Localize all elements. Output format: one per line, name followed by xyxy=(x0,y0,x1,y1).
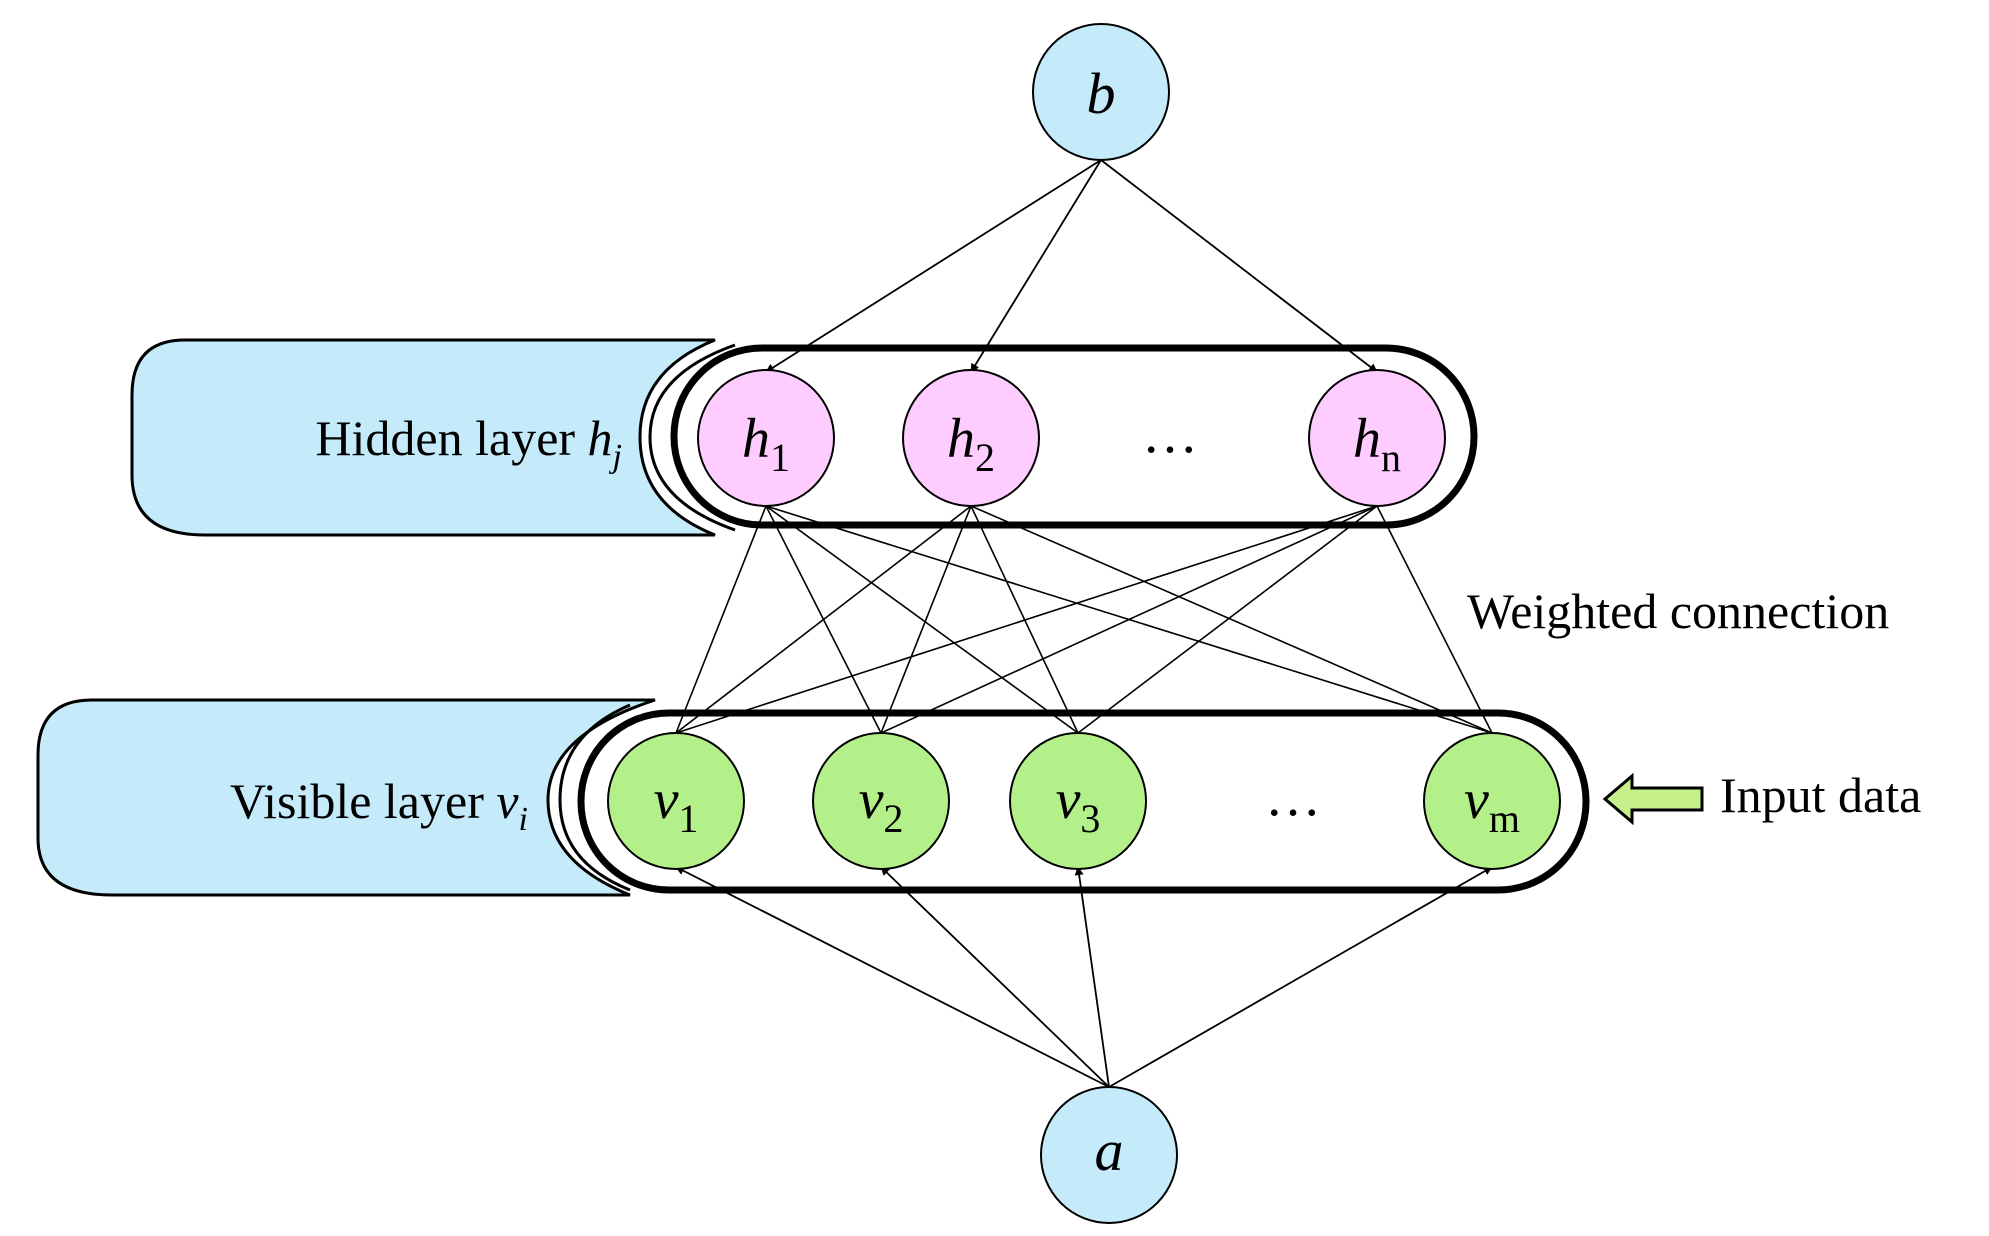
bias-node-b: b xyxy=(1032,23,1170,161)
hidden-layer-container xyxy=(670,344,1478,529)
hidden-layer-bracket xyxy=(648,343,736,532)
svg-text:hn: hn xyxy=(1353,408,1401,480)
visible-layer-label: Visible layer vi xyxy=(230,773,528,838)
hidden-layer-label-sub: j xyxy=(609,438,622,475)
svg-text:h2: h2 xyxy=(947,408,995,480)
weight-edge-h2-v2 xyxy=(880,505,972,734)
hidden-node-2-sub: 2 xyxy=(975,435,995,480)
bias-b-arrow-h2 xyxy=(970,159,1102,373)
weight-edge-hn-v2 xyxy=(880,505,1378,734)
visible-node-m: vm xyxy=(1423,732,1561,870)
svg-text:h1: h1 xyxy=(742,408,790,480)
input-data-label: Input data xyxy=(1720,767,1921,823)
hidden-node-n-sub: n xyxy=(1381,435,1401,480)
visible-node-2-sub: 2 xyxy=(883,796,903,841)
hidden-node-n: hn xyxy=(1308,369,1446,507)
hidden-layer-ellipsis: … xyxy=(1142,403,1198,465)
hidden-node-1-sub: 1 xyxy=(770,435,790,480)
weighted-connection-label: Weighted connection xyxy=(1467,583,1889,639)
bias-a-arrow-v1 xyxy=(675,866,1110,1088)
visible-layer-bracket xyxy=(558,703,631,892)
hidden-node-1: h1 xyxy=(697,369,835,507)
weighted-connections xyxy=(675,505,1493,734)
visible-layer-label-var: v xyxy=(496,773,519,829)
hidden-layer-label-text: Hidden layer xyxy=(315,410,587,466)
svg-text:vm: vm xyxy=(1464,769,1520,841)
visible-layer-label-tab xyxy=(36,698,656,897)
weight-edge-h1-v1 xyxy=(675,505,767,734)
visible-node-m-var: v xyxy=(1464,769,1489,831)
visible-node-3: v3 xyxy=(1009,732,1147,870)
bias-b-arrows xyxy=(765,159,1378,373)
visible-node-m-sub: m xyxy=(1489,796,1520,841)
visible-node-1-var: v xyxy=(654,769,679,831)
weight-edge-hn-v1 xyxy=(675,505,1378,734)
bias-a-arrows xyxy=(675,866,1493,1088)
weight-edge-h2-vm xyxy=(970,505,1493,734)
hidden-node-2-var: h xyxy=(947,408,975,470)
visible-layer-label-text: Visible layer xyxy=(230,773,496,829)
weight-edge-hn-v3 xyxy=(1077,505,1378,734)
bias-node-a-label: a xyxy=(1095,1118,1124,1183)
weight-edge-h2-v1 xyxy=(675,505,972,734)
hidden-node-2: h2 xyxy=(902,369,1040,507)
weight-edge-h1-v3 xyxy=(765,505,1079,734)
bias-b-arrow-h1 xyxy=(765,159,1102,373)
bias-b-arrow-hn xyxy=(1100,159,1378,373)
bias-a-arrow-vm xyxy=(1108,866,1493,1088)
hidden-layer-label-tab xyxy=(130,338,716,537)
visible-layer-label-sub: i xyxy=(519,801,528,838)
bias-a-arrow-v3 xyxy=(1074,866,1110,1088)
hidden-layer-label: Hidden layer hj xyxy=(315,410,622,475)
visible-node-1-sub: 1 xyxy=(678,796,698,841)
hidden-node-1-var: h xyxy=(742,408,770,470)
bias-node-b-label: b xyxy=(1087,61,1116,126)
hidden-node-n-var: h xyxy=(1353,408,1381,470)
bias-node-a: a xyxy=(1040,1086,1178,1224)
bias-a-arrow-v2 xyxy=(880,866,1110,1088)
visible-node-3-var: v xyxy=(1056,769,1081,831)
visible-layer-ellipsis: … xyxy=(1265,766,1321,828)
svg-text:v1: v1 xyxy=(654,769,699,841)
weight-edge-hn-vm xyxy=(1376,505,1493,734)
visible-layer-container xyxy=(577,709,1590,894)
input-data-arrow-icon xyxy=(1602,772,1704,826)
svg-text:v2: v2 xyxy=(859,769,904,841)
visible-node-2: v2 xyxy=(812,732,950,870)
visible-node-3-sub: 3 xyxy=(1080,796,1100,841)
visible-node-2-var: v xyxy=(859,769,884,831)
svg-text:v3: v3 xyxy=(1056,769,1101,841)
hidden-layer-label-var: h xyxy=(588,410,613,466)
visible-node-1: v1 xyxy=(607,732,745,870)
